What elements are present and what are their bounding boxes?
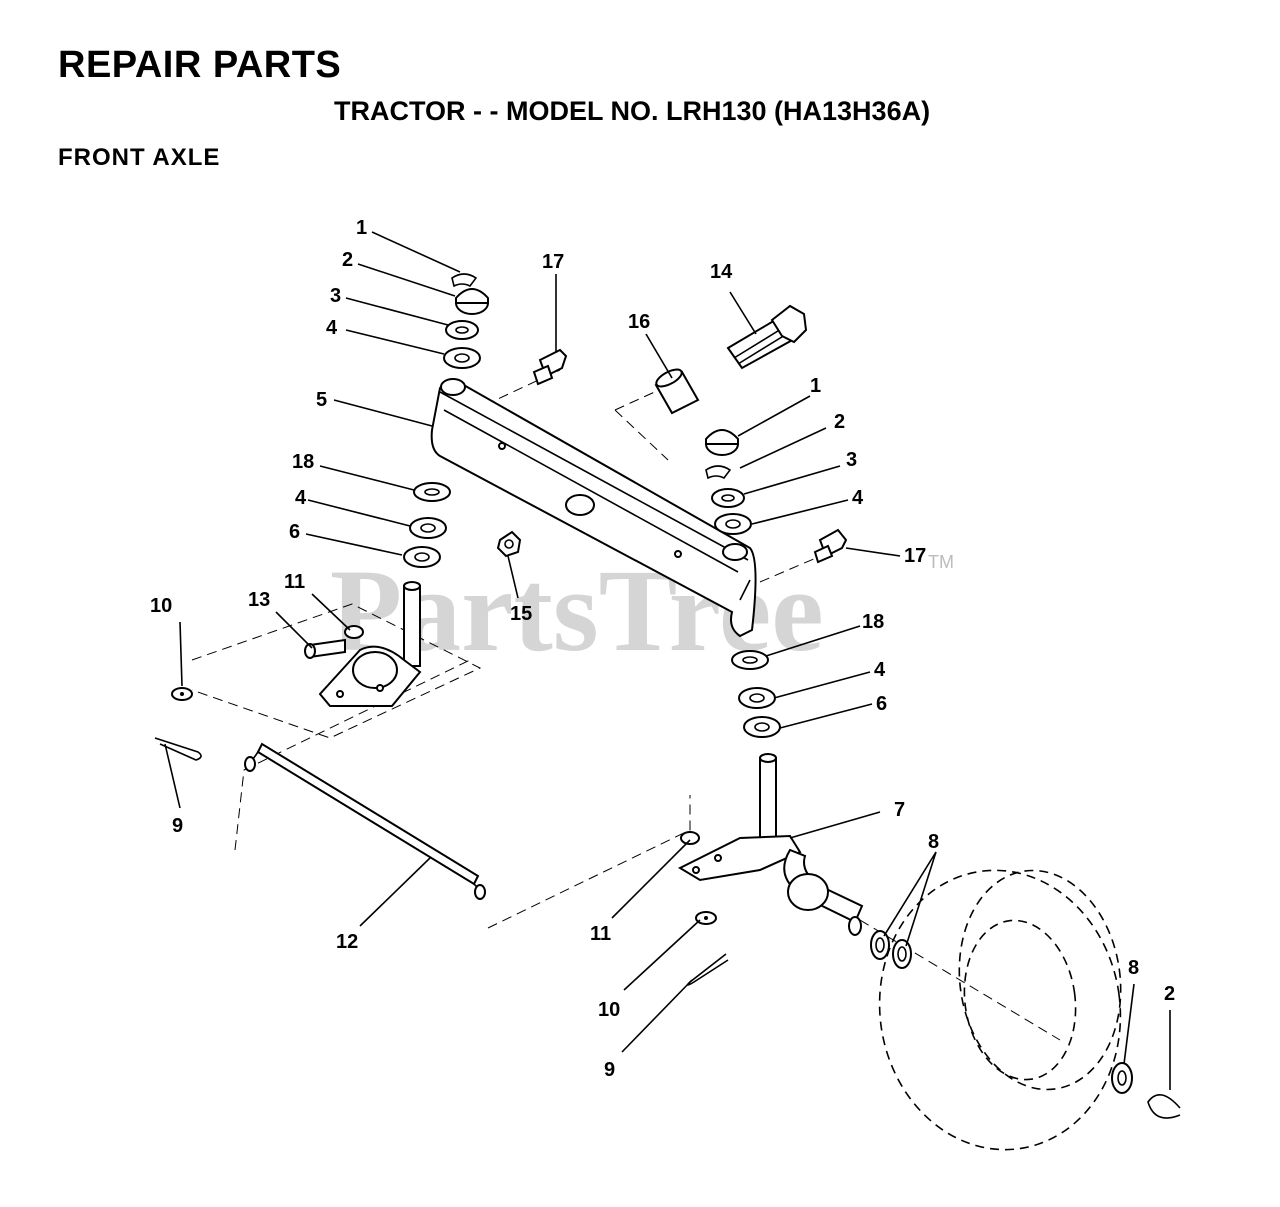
callout-10: 10 [150,595,172,617]
page-title: REPAIR PARTS [58,44,342,86]
callout-1: 1 [810,375,821,397]
callout-5: 5 [316,389,327,411]
wheel-assembly [870,869,1181,1151]
callout-18: 18 [862,611,884,633]
watermark-tm: TM [928,552,954,572]
callout-8: 8 [928,831,939,853]
leader-lines [164,231,1171,1090]
hardware-parts [496,304,848,564]
callout-8: 8 [1128,957,1139,979]
callout-3: 3 [330,285,341,307]
callout-4: 4 [295,487,307,509]
tie-rod [244,742,486,900]
callout-6: 6 [289,521,300,543]
callout-17: 17 [904,545,926,567]
callout-17: 17 [542,251,564,273]
callout-2: 2 [834,411,845,433]
callout-11: 11 [590,923,611,945]
callout-6: 6 [876,693,887,715]
callout-7: 7 [894,799,905,821]
callout-11: 11 [284,571,305,593]
callout-13: 13 [248,589,270,611]
callouts: 1 2 3 4 5 18 4 6 17 16 14 1 2 3 4 17 15 … [150,217,1175,1081]
left-spindle-stack [154,273,489,761]
callout-16: 16 [628,311,650,333]
callout-18: 18 [292,451,314,473]
callout-1: 1 [356,217,367,239]
callout-3: 3 [846,449,857,471]
callout-2: 2 [1164,983,1175,1005]
callout-12: 12 [336,931,358,953]
callout-4: 4 [874,659,886,681]
callout-15: 15 [510,603,532,625]
callout-4: 4 [852,487,864,509]
assembly-lines [191,369,1061,1041]
model-subtitle: TRACTOR - - MODEL NO. LRH130 (HA13H36A) [334,96,931,126]
callout-9: 9 [172,815,183,837]
callout-4: 4 [326,317,338,339]
callout-2: 2 [342,249,353,271]
callout-9: 9 [604,1059,615,1081]
callout-10: 10 [598,999,620,1021]
callout-14: 14 [710,261,733,283]
axle-beam [430,378,757,638]
right-spindle-stack [677,429,864,986]
section-title: FRONT AXLE [58,144,221,171]
